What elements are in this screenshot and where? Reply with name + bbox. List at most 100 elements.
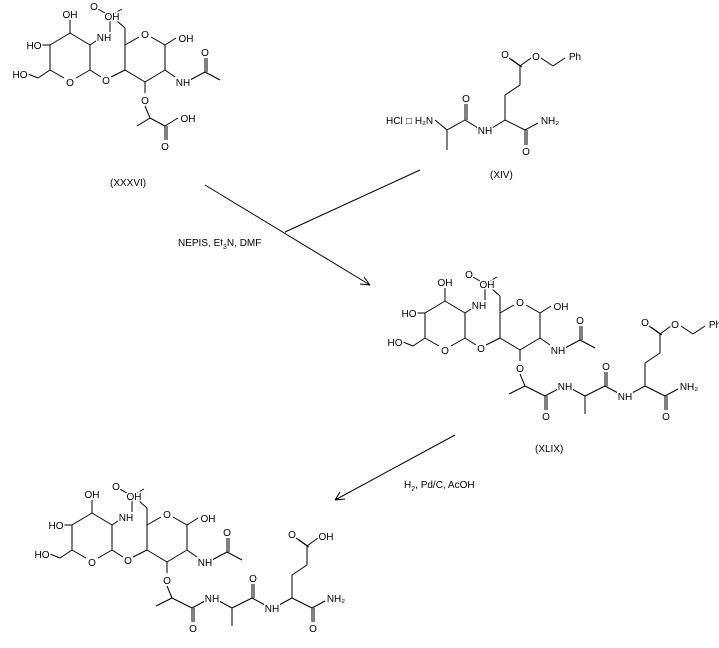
reagent-subscript: 3 [223,244,227,251]
atom-label: HO [13,70,28,81]
bond [110,69,126,78]
bond [504,84,521,96]
atom-label: NH [198,558,212,569]
bond [138,500,148,509]
atom-label: OH [554,302,569,313]
bond [164,37,177,46]
bond [91,512,113,526]
reagent-text: , Pd/C, AcOH [415,480,474,491]
bond [485,337,501,346]
bond [49,69,65,79]
bond [146,549,168,563]
bond [164,117,179,127]
bond [491,288,501,297]
compound-label-xiv: (XIV) [490,170,513,181]
bond [149,117,166,127]
atom-label: O [163,510,171,521]
atom-label: OH [85,490,100,501]
compound-label-xxxvi: (XXXVI) [110,178,146,189]
bond [171,597,193,609]
bond [664,388,679,397]
atom-label: O [501,50,509,61]
atom-label: NH [478,126,492,137]
atom-label: NH [205,594,219,605]
atom-label: OH [105,12,120,23]
bond [499,304,515,314]
atom-label: OH [179,34,194,45]
step2-reagents: H2, Pd/C, AcOH [404,480,475,493]
bond [484,276,498,285]
atom-label: O [441,346,449,357]
bond [446,119,466,131]
salt-dot: □ [406,116,412,127]
bond [604,385,619,394]
bond [680,325,694,335]
reactant-merge-line [284,169,421,233]
bond [692,325,706,335]
bond [659,325,672,335]
bond [508,385,526,395]
reagent-text: H [404,480,411,491]
bond [552,57,566,67]
atom-label: OH [480,280,495,291]
bond [191,600,206,609]
atom-label: O [141,96,149,107]
bond [131,488,145,497]
atom-label: O [462,94,470,105]
bond [211,551,228,561]
bond [226,551,243,561]
bond [519,373,526,387]
atom-label: O [465,270,473,281]
bond [424,337,440,347]
bond [231,597,253,609]
bond [109,8,123,17]
bond [75,69,91,79]
bond [402,341,414,347]
atom-label: Ph [569,52,581,63]
atom-label: O [161,142,169,153]
bond [564,339,581,349]
atom-label: O [516,298,524,309]
atom-label: O [671,320,679,331]
bond [189,71,206,81]
arrow-layer [204,169,456,501]
atom-label: NH₂ [680,382,698,393]
bond [291,564,308,576]
bond [631,385,646,394]
atom-label: O [542,412,550,423]
bond [172,516,188,526]
arrowhead [334,498,346,501]
atom-label: O [90,2,98,13]
bond [524,122,539,131]
bond [571,388,586,397]
bond [434,119,448,131]
bond [444,300,466,314]
bond [71,512,93,526]
atom-label: O [249,574,257,585]
bond [525,304,541,314]
bond [519,337,541,351]
atom-label: O [516,364,524,375]
atom-label: NH [558,382,572,393]
atom-label: NH [97,33,111,44]
bond [49,32,71,46]
atom-label: HO [402,309,417,320]
atom-label: OH [127,492,142,503]
atom-label: O [223,528,231,539]
bond [540,57,554,67]
arrowhead [359,283,371,286]
atom-label: NH [472,301,486,312]
bond [644,385,666,397]
atom-label: NH [618,392,632,403]
bond [116,20,126,29]
atom-label: HO [388,338,403,349]
bond [150,36,166,46]
bond-layer [27,8,706,626]
bond [69,32,91,46]
atom-label: OH [181,114,196,125]
bond [111,549,124,558]
atom-label: O [477,344,485,355]
hcl-salt: HCl [386,116,403,127]
bond [37,69,51,79]
